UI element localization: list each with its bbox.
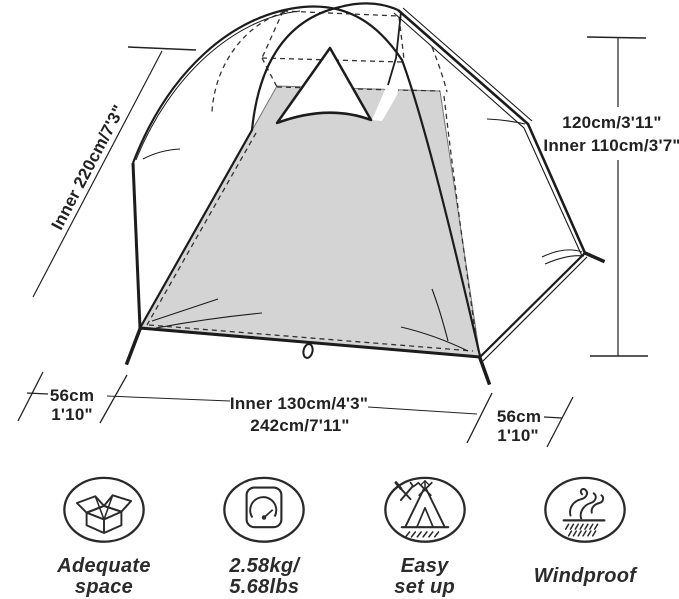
feature-easy-setup: Easy set up	[347, 474, 503, 599]
dim-label-left-vestibule-ft: 1'10"	[51, 405, 92, 424]
feature-label-line2: space	[74, 575, 134, 598]
feature-label: Windproof	[534, 555, 637, 599]
windproof-icon	[544, 476, 626, 543]
dim-label-right-vestibule-ft: 1'10"	[497, 426, 538, 445]
feature-label: Adequate space	[57, 555, 151, 599]
dim-label-right-vestibule-cm: 56cm	[497, 407, 541, 426]
dim-label-left-vestibule-cm: 56cm	[50, 386, 94, 405]
feature-label-line1: Easy	[400, 554, 449, 577]
guy-loop	[302, 343, 314, 359]
tent-floor	[139, 85, 481, 358]
feature-weight: 2.58kg/ 5.68lbs	[186, 474, 342, 599]
feature-adequate-space: Adequate space	[26, 474, 182, 599]
feature-label: Easy set up	[394, 555, 455, 599]
feature-label-line2: 5.68lbs	[229, 575, 300, 598]
dim-label-inner-width: Inner 130cm/4'3"	[230, 394, 368, 413]
tent-stakes	[124, 250, 606, 386]
tension-lines	[142, 118, 585, 352]
feature-label-line1: Windproof	[533, 565, 637, 588]
open-box-icon	[63, 476, 145, 543]
feature-label: 2.58kg/ 5.68lbs	[229, 555, 299, 599]
scale-icon	[223, 476, 306, 543]
feature-list: Adequate space 2.58kg/ 5.68lbs	[0, 470, 679, 599]
tent-door	[275, 46, 373, 125]
dim-label-total-width: 242cm/7'11"	[250, 416, 349, 435]
dim-label-height-inner: Inner 110cm/3'7"	[543, 136, 679, 155]
feature-label-line1: Adequate	[57, 554, 151, 577]
feature-label-line1: 2.58kg/	[229, 554, 300, 577]
dim-label-height-outer: 120cm/3'11"	[562, 113, 661, 132]
dimension-lines	[17, 36, 648, 448]
dim-label-diagonal: Inner 220cm/7'3"	[48, 102, 129, 233]
door-flap	[372, 64, 404, 121]
tent-poles	[131, 2, 588, 362]
feature-windproof: Windproof	[507, 474, 663, 599]
tent-setup-icon	[383, 476, 466, 543]
feature-label-line2: set up	[394, 575, 455, 598]
tent-line-drawing: Inner 220cm/7'3" 120cm/3'11" Inner 110cm…	[17, 2, 679, 448]
